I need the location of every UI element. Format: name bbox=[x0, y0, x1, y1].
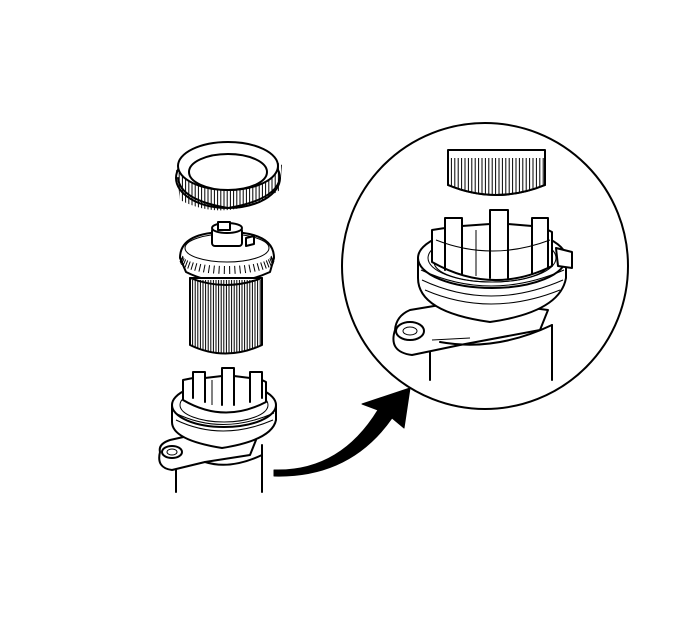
retaining-ring bbox=[175, 141, 282, 211]
fuel-filter-element bbox=[179, 221, 275, 355]
curved-arrow bbox=[273, 387, 411, 477]
filter-housing bbox=[158, 367, 277, 493]
detail-callout-circle bbox=[341, 122, 629, 410]
